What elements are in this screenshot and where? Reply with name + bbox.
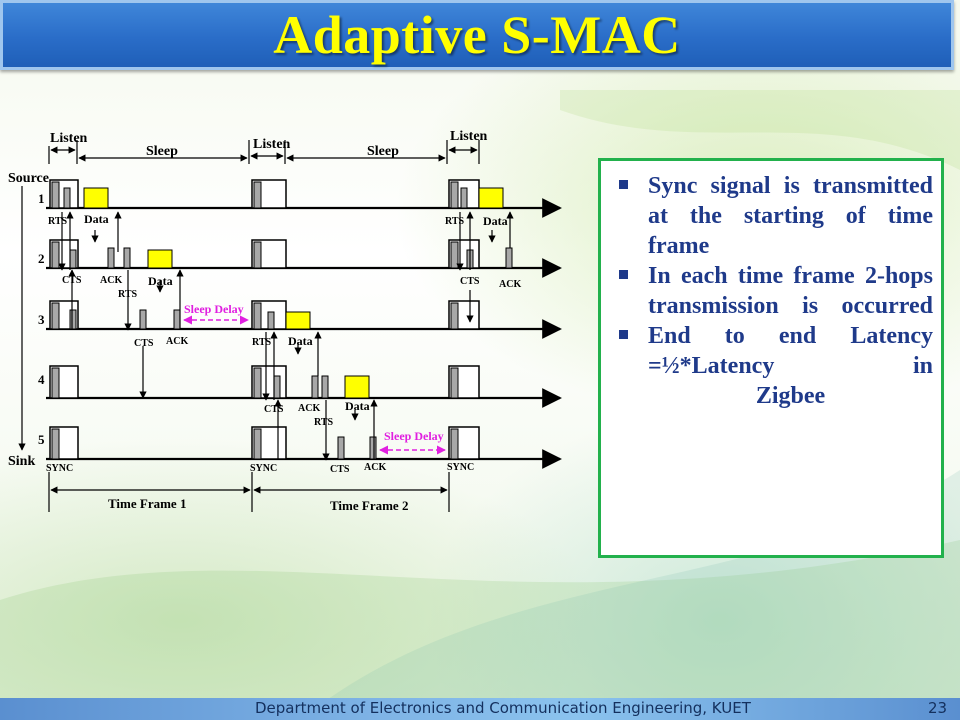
footer-text: Department of Electronics and Communicat… (255, 699, 751, 717)
bullet-text: Sync signal is transmitted at the starti… (648, 173, 933, 259)
node-number-2: 2 (38, 251, 45, 266)
bullet-text: In each time frame 2-hops transmission i… (648, 263, 933, 319)
bullet-item: End to end Latency =½*Latency in Zigbee (611, 321, 933, 411)
sleep-label-1: Sleep (146, 144, 178, 159)
cts-label: CTS (330, 464, 350, 475)
ack-label: ACK (100, 275, 122, 286)
square-bullet-icon (619, 270, 628, 279)
rts-label: RTS (314, 417, 334, 428)
cts-label: CTS (264, 404, 284, 415)
sleep-delay-label: Sleep Delay (384, 429, 444, 443)
sync-bars (51, 181, 459, 460)
time-frame-1-label: Time Frame 1 (108, 496, 186, 511)
cts-label: CTS (134, 338, 154, 349)
bullet-box: Sync signal is transmitted at the starti… (598, 158, 944, 558)
sync-label: SYNC (447, 462, 474, 473)
listen-label-2: Listen (253, 137, 291, 152)
slide-title: Adaptive S-MAC (273, 5, 681, 65)
data-label: Data (483, 214, 508, 228)
cts-label: CTS (62, 275, 82, 286)
ack-label: ACK (364, 462, 386, 473)
page-number: 23 (928, 699, 948, 717)
ack-label: ACK (298, 403, 320, 414)
sync-label: SYNC (250, 463, 277, 474)
rts-label: RTS (252, 337, 272, 348)
rts-label: RTS (48, 216, 68, 227)
listen-label-1: Listen (50, 131, 88, 146)
source-label: Source (8, 171, 49, 186)
sleep-delay-1: Sleep Delay (183, 302, 249, 325)
bullet-text-continuation: Zigbee (755, 383, 826, 409)
bullet-item: Sync signal is transmitted at the starti… (611, 171, 933, 261)
sleep-delay-2: Sleep Delay (379, 429, 446, 455)
cts-label: CTS (460, 276, 480, 287)
exchange-arrows (58, 211, 514, 461)
ack-label: ACK (499, 279, 521, 290)
sink-label: Sink (8, 454, 35, 469)
bullet-item: In each time frame 2-hops transmission i… (611, 261, 933, 321)
rts-label: RTS (445, 216, 465, 227)
sleep-label-2: Sleep (367, 144, 399, 159)
bullet-text: End to end Latency =½*Latency in (648, 323, 933, 379)
data-label: Data (288, 334, 313, 348)
square-bullet-icon (619, 330, 628, 339)
node-number-3: 3 (38, 312, 45, 327)
listen-windows (49, 179, 480, 460)
header-arrows (48, 140, 480, 164)
rts-label: RTS (118, 289, 138, 300)
sleep-delay-label: Sleep Delay (184, 302, 244, 316)
ack-label: ACK (166, 336, 188, 347)
data-label: Data (148, 274, 173, 288)
time-frame-markers (48, 472, 450, 512)
square-bullet-icon (619, 180, 628, 189)
time-frame-2-label: Time Frame 2 (330, 498, 408, 513)
node-number-4: 4 (38, 372, 45, 387)
listen-label-3: Listen (450, 129, 488, 144)
node-number-5: 5 (38, 432, 45, 447)
smac-timing-diagram: Listen Sleep Listen Sleep Listen Source … (8, 129, 562, 513)
node-number-1: 1 (38, 191, 45, 206)
title-bar (0, 0, 954, 70)
footer-bar (0, 698, 960, 720)
data-label: Data (84, 212, 109, 226)
data-blocks (83, 187, 504, 399)
data-label: Data (345, 399, 370, 413)
bullet-list: Sync signal is transmitted at the starti… (601, 161, 941, 411)
sync-label: SYNC (46, 463, 73, 474)
